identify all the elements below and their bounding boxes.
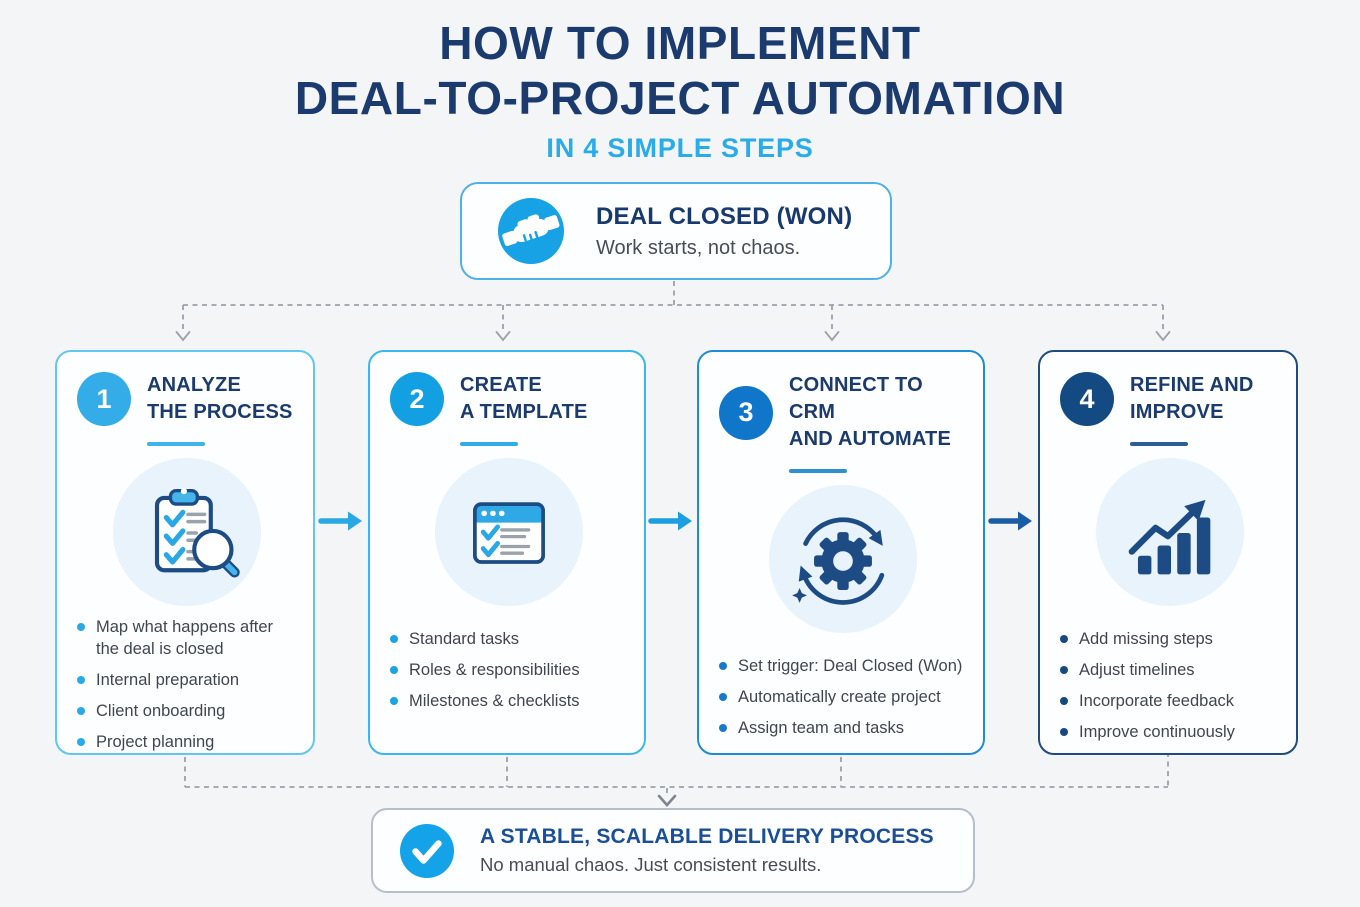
- step-icon-circle: [1096, 457, 1244, 606]
- result-box-subtitle: No manual chaos. Just consistent results…: [480, 854, 822, 875]
- bullet-dot: [390, 665, 398, 674]
- bullet-item: Incorporate feedback: [1060, 690, 1280, 712]
- bullet-dot: [77, 622, 85, 631]
- step-card-1: 1 ANALYZE THE PROCESS: [55, 350, 315, 755]
- bottom-arrowhead: [657, 794, 677, 807]
- top-dashed-connector: [182, 281, 1164, 332]
- bottom-dashed-connector: [184, 752, 1169, 797]
- handshake-icon: [498, 198, 564, 264]
- bullet-dot: [77, 737, 85, 746]
- bullet-item: Add missing steps: [1060, 628, 1280, 650]
- growth-chart-icon: [1128, 499, 1211, 574]
- bullet-item: Set trigger: Deal Closed (Won): [719, 655, 967, 677]
- bullet-item: Internal preparation: [77, 669, 297, 691]
- step-bullet-list: Set trigger: Deal Closed (Won) Automatic…: [719, 655, 967, 739]
- step-number-badge: 1: [77, 372, 131, 426]
- template-window-icon: [473, 501, 545, 564]
- bullet-item: Adjust timelines: [1060, 659, 1280, 681]
- step-bullet-list: Add missing steps Adjust timelines Incor…: [1060, 628, 1280, 743]
- bullet-dot: [1060, 727, 1068, 736]
- step-title: REFINE AND IMPROVE: [1130, 374, 1254, 423]
- arrow-step1-to-step2: [318, 511, 362, 531]
- step-number-badge: 2: [390, 372, 444, 426]
- page-title-line1: HOW TO IMPLEMENT: [439, 17, 921, 69]
- step-icon-circle: [113, 457, 261, 606]
- step-card-4: 4 REFINE AND IMPROVE Add: [1038, 350, 1298, 755]
- bullet-dot: [390, 696, 398, 705]
- step-bullet-list: Map what happens after the deal is close…: [77, 616, 297, 753]
- bullet-item: Standard tasks: [390, 628, 628, 650]
- step-icon-circle: [435, 457, 583, 606]
- bullet-item: Roles & responsibilities: [390, 659, 628, 681]
- gear-sync-icon: [792, 516, 885, 605]
- bullet-dot: [719, 692, 727, 701]
- bullet-item: Project planning: [77, 731, 297, 753]
- step-card-3: 3 CONNECT TO CRM AND AUTOMATE: [697, 350, 985, 755]
- bullet-dot: [1060, 696, 1068, 705]
- result-box-title: A STABLE, SCALABLE DELIVERY PROCESS: [480, 825, 934, 848]
- step-title: CREATE A TEMPLATE: [460, 374, 588, 423]
- step-title: ANALYZE THE PROCESS: [147, 374, 293, 423]
- arrow-step2-to-step3: [648, 511, 692, 531]
- bullet-dot: [1060, 634, 1068, 643]
- title-divider: [789, 469, 847, 473]
- bullet-item: Improve continuously: [1060, 721, 1280, 743]
- bullet-dot: [1060, 665, 1068, 674]
- start-box-title: DEAL CLOSED (WON): [596, 202, 853, 230]
- bullet-dot: [719, 661, 727, 670]
- title-divider: [147, 442, 205, 446]
- bullet-item: Automatically create project: [719, 686, 967, 708]
- clipboard-magnifier-icon: [154, 487, 240, 577]
- step-icon-circle: [769, 484, 917, 633]
- step-card-2: 2 CREATE A TEMPLATE: [368, 350, 646, 755]
- step-number-badge: 4: [1060, 372, 1114, 426]
- bullet-item: Client onboarding: [77, 700, 297, 722]
- result-box: A STABLE, SCALABLE DELIVERY PROCESS No m…: [371, 808, 975, 893]
- step-bullet-list: Standard tasks Roles & responsibilities …: [390, 628, 628, 712]
- bullet-dot: [719, 723, 727, 732]
- bullet-item: Map what happens after the deal is close…: [77, 616, 297, 660]
- page-subtitle: IN 4 SIMPLE STEPS: [546, 133, 814, 163]
- arrow-step3-to-step4: [988, 511, 1032, 531]
- bullet-dot: [390, 634, 398, 643]
- page-title-line2: DEAL-TO-PROJECT AUTOMATION: [294, 72, 1066, 124]
- title-divider: [460, 442, 518, 446]
- step-number-badge: 3: [719, 385, 773, 440]
- bullet-item: Assign team and tasks: [719, 717, 967, 739]
- deal-closed-box: DEAL CLOSED (WON) Work starts, not chaos…: [460, 182, 892, 280]
- bullet-dot: [77, 675, 85, 684]
- check-icon: [400, 823, 454, 878]
- start-box-subtitle: Work starts, not chaos.: [596, 236, 801, 259]
- step-title: CONNECT TO CRM AND AUTOMATE: [789, 374, 952, 450]
- title-divider: [1130, 442, 1188, 446]
- bullet-item: Milestones & checklists: [390, 690, 628, 712]
- page-title: HOW TO IMPLEMENT DEAL-TO-PROJECT AUTOMAT…: [0, 16, 1360, 126]
- bullet-dot: [77, 706, 85, 715]
- top-arrowheads: [175, 331, 1171, 342]
